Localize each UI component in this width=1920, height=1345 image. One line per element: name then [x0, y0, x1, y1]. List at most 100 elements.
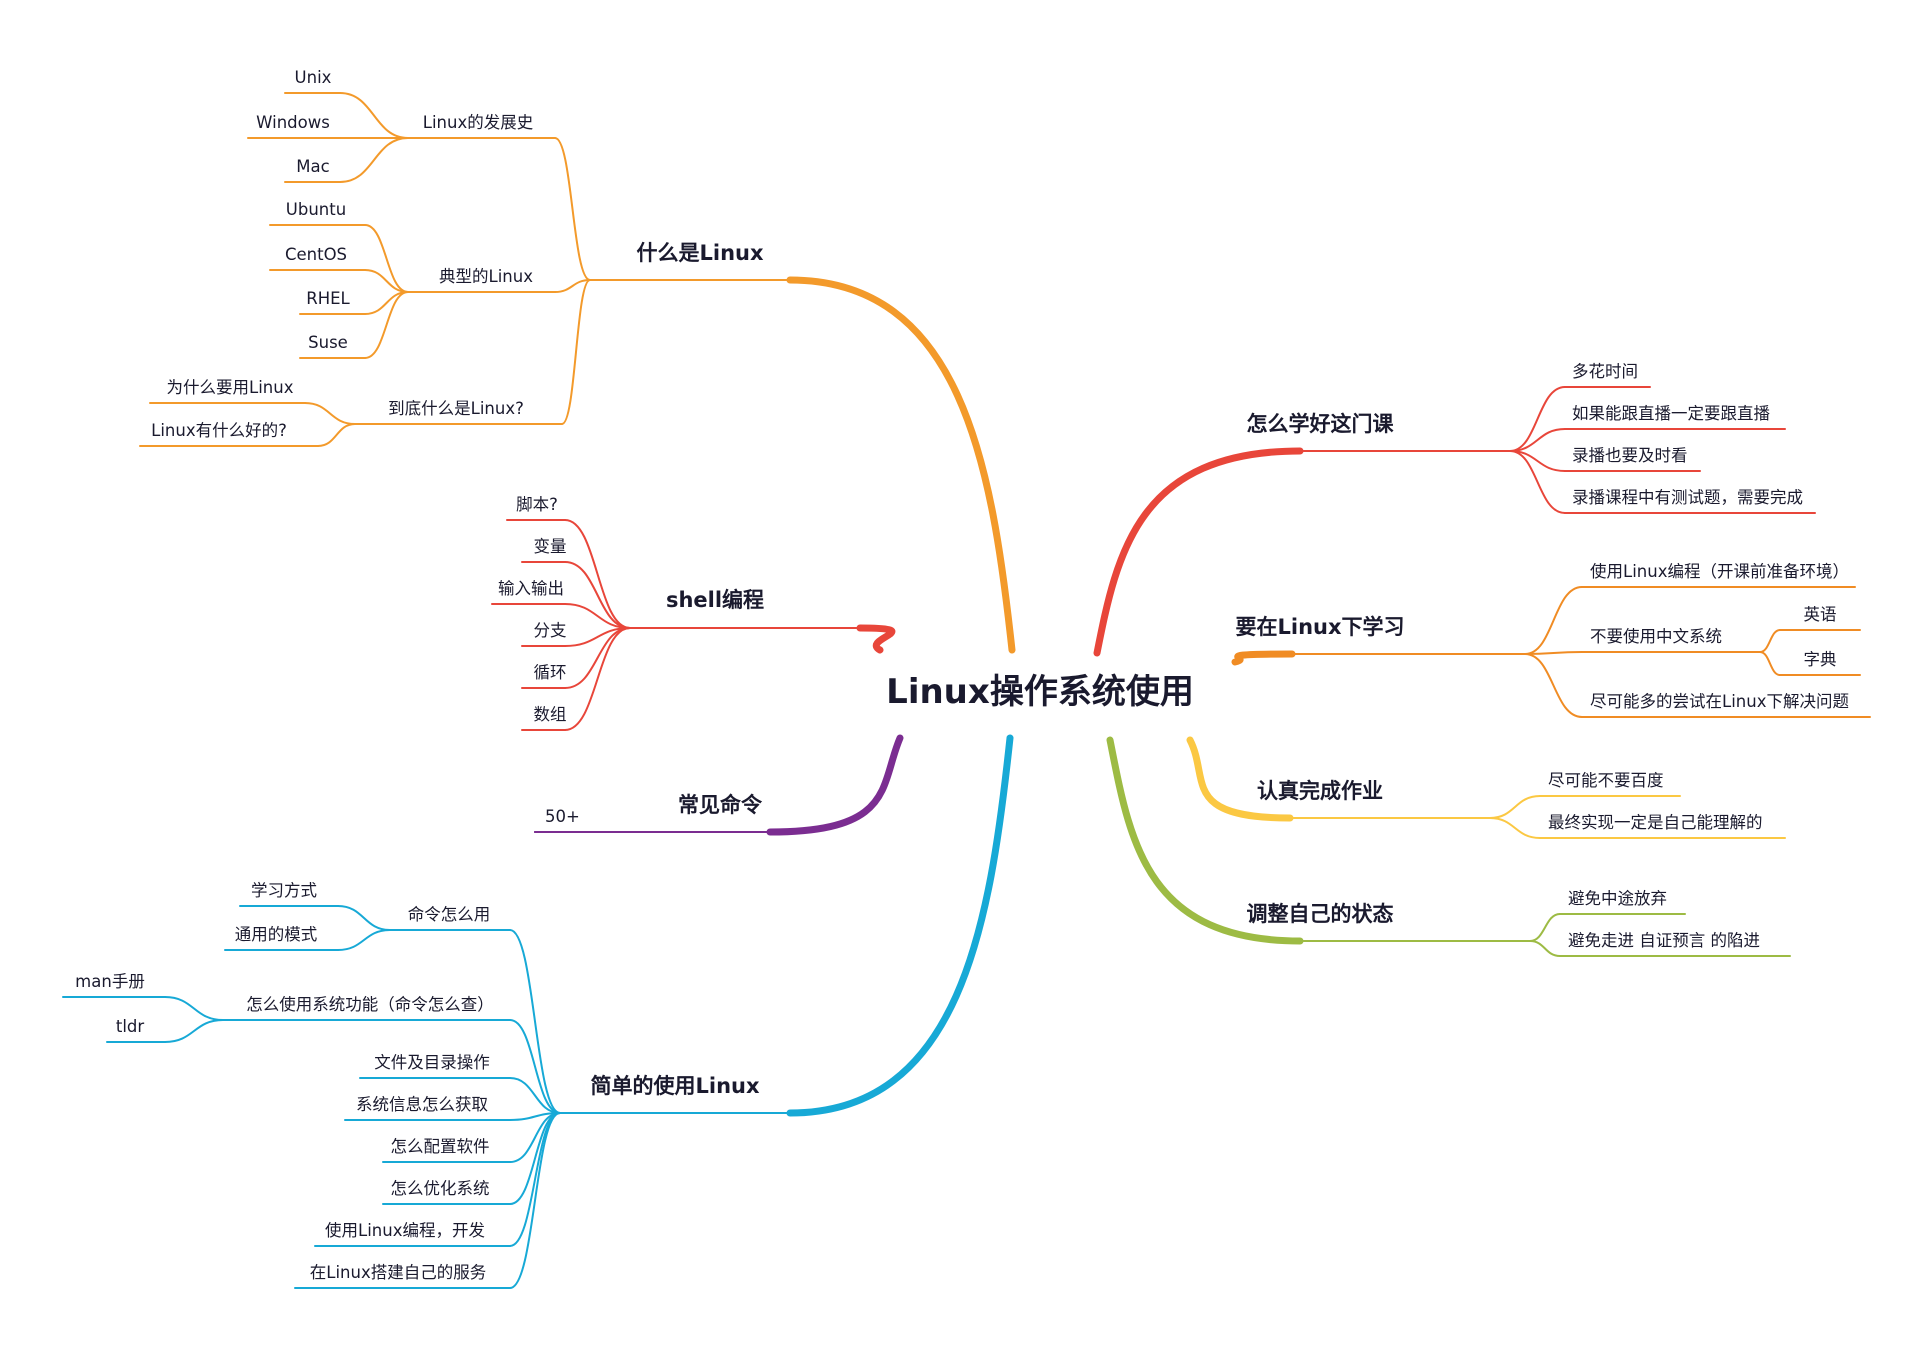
subtopic-connector	[564, 627, 631, 731]
leaf-topic[interactable]: 为什么要用Linux	[167, 378, 294, 397]
branch-connector	[786, 734, 1014, 1117]
leaf-topic[interactable]: RHEL	[306, 289, 350, 308]
branch-connector	[1231, 650, 1296, 666]
subtopic-connector	[509, 1112, 561, 1205]
subtopic[interactable]: 文件及目录操作	[374, 1053, 490, 1072]
subtopic[interactable]: 数组	[534, 705, 567, 724]
leaf-connector	[337, 905, 391, 931]
subtopic[interactable]: 典型的Linux	[439, 267, 533, 286]
mind-map-links	[62, 92, 1871, 1289]
subtopic[interactable]: 如果能跟直播一定要跟直播	[1572, 404, 1771, 423]
leaf-topic[interactable]: Linux有什么好的?	[151, 421, 287, 440]
subtopic[interactable]: 命令怎么用	[408, 905, 491, 924]
subtopic[interactable]: 多花时间	[1572, 362, 1638, 381]
subtopic[interactable]: 使用Linux编程（开课前准备环境）	[1590, 562, 1849, 581]
subtopic[interactable]: 录播课程中有测试题，需要完成	[1572, 488, 1803, 507]
subtopic-connector	[1489, 817, 1541, 839]
subtopic[interactable]: 怎么优化系统	[391, 1179, 490, 1198]
leaf-connector	[164, 1019, 224, 1043]
leaf-connector	[317, 423, 356, 447]
subtopic-connector	[1529, 913, 1561, 942]
leaf-topic[interactable]: 字典	[1804, 650, 1837, 669]
subtopic[interactable]: 使用Linux编程，开发	[325, 1221, 485, 1240]
leaf-topic[interactable]: Suse	[308, 333, 348, 352]
subtopic-connector	[1524, 586, 1583, 655]
leaf-topic[interactable]: tldr	[116, 1017, 145, 1036]
leaf-topic[interactable]: 通用的模式	[235, 925, 318, 944]
subtopic-connector	[1509, 386, 1566, 452]
subtopic[interactable]: 避免走进 自证预言 的陷进	[1568, 931, 1760, 950]
leaf-connector	[1759, 629, 1781, 653]
subtopic-connector	[1524, 651, 1583, 655]
subtopic[interactable]: 怎么使用系统功能（命令怎么查）	[246, 995, 494, 1014]
subtopic-connector	[564, 627, 631, 647]
subtopic[interactable]: 最终实现一定是自己能理解的	[1548, 813, 1763, 832]
subtopic-connector	[561, 279, 591, 425]
leaf-connector	[364, 269, 409, 293]
branch-topic[interactable]: 认真完成作业	[1257, 779, 1383, 803]
leaf-topic[interactable]: CentOS	[285, 245, 347, 264]
subtopic-connector	[509, 1077, 561, 1114]
branch-connector	[786, 276, 1016, 654]
subtopic-connector	[1489, 795, 1541, 819]
subtopic-connector	[564, 561, 631, 629]
root-topic[interactable]: Linux操作系统使用	[886, 672, 1194, 712]
subtopic[interactable]: 尽可能多的尝试在Linux下解决问题	[1590, 692, 1849, 711]
leaf-topic[interactable]: Mac	[296, 157, 329, 176]
mind-map-labels: Linux操作系统使用 什么是Linux Linux的发展史 UnixWindows…	[75, 68, 1849, 1282]
branch-connector	[1186, 736, 1294, 822]
leaf-connector	[304, 402, 356, 425]
subtopic[interactable]: 怎么配置软件	[391, 1137, 490, 1156]
branch-connector	[1093, 447, 1304, 657]
subtopic-connector	[509, 929, 561, 1114]
subtopic-connector	[564, 519, 631, 629]
branch-connector	[856, 624, 896, 654]
leaf-topic[interactable]: Unix	[295, 68, 332, 87]
subtopic[interactable]: 分支	[534, 621, 567, 640]
subtopic[interactable]: 脚本?	[516, 495, 558, 514]
subtopic[interactable]: 变量	[534, 537, 567, 556]
branch-topic[interactable]: 怎么学好这门课	[1247, 412, 1395, 436]
branch-topic[interactable]: 常见命令	[678, 793, 763, 817]
subtopic-connector	[1509, 428, 1566, 452]
branch-connector	[766, 734, 904, 836]
leaf-topic[interactable]: Windows	[256, 113, 330, 132]
leaf-topic[interactable]: Ubuntu	[286, 200, 346, 219]
subtopic[interactable]: 在Linux搭建自己的服务	[310, 1263, 486, 1282]
leaf-connector	[364, 291, 409, 359]
subtopic[interactable]: 录播也要及时看	[1572, 446, 1688, 465]
leaf-topic[interactable]: 学习方式	[251, 881, 317, 900]
subtopic[interactable]: 尽可能不要百度	[1548, 771, 1664, 790]
subtopic[interactable]: 输入输出	[498, 579, 564, 598]
subtopic[interactable]: 循环	[534, 663, 567, 682]
branch-topic[interactable]: 什么是Linux	[636, 241, 763, 265]
subtopic-connector	[554, 137, 591, 281]
subtopic[interactable]: 不要使用中文系统	[1590, 627, 1722, 646]
branch-topic[interactable]: shell编程	[666, 588, 764, 612]
subtopic-connector	[1529, 940, 1561, 957]
leaf-connector	[1759, 651, 1781, 676]
subtopic-connector	[554, 279, 591, 293]
branch-topic[interactable]: 要在Linux下学习	[1235, 615, 1404, 639]
subtopic-connector	[1524, 653, 1583, 718]
leaf-topic[interactable]: man手册	[75, 972, 145, 991]
leaf-topic[interactable]: 英语	[1804, 605, 1837, 624]
subtopic-connector	[509, 1019, 561, 1114]
subtopic-connector	[509, 1112, 561, 1289]
branch-topic[interactable]: 调整自己的状态	[1247, 902, 1394, 926]
subtopic[interactable]: 50+	[545, 807, 580, 826]
subtopic[interactable]: Linux的发展史	[423, 113, 533, 132]
subtopic[interactable]: 系统信息怎么获取	[356, 1095, 488, 1114]
subtopic[interactable]: 到底什么是Linux?	[388, 399, 524, 418]
subtopic-connector	[1509, 450, 1566, 514]
subtopic-connector	[564, 603, 631, 629]
leaf-connector	[339, 137, 409, 183]
leaf-connector	[364, 224, 409, 293]
branch-topic[interactable]: 简单的使用Linux	[590, 1074, 759, 1098]
branch-connector	[1106, 736, 1304, 945]
leaf-connector	[339, 92, 409, 139]
subtopic-connector	[509, 1112, 561, 1247]
leaf-connector	[164, 996, 224, 1021]
subtopic[interactable]: 避免中途放弃	[1568, 889, 1667, 908]
